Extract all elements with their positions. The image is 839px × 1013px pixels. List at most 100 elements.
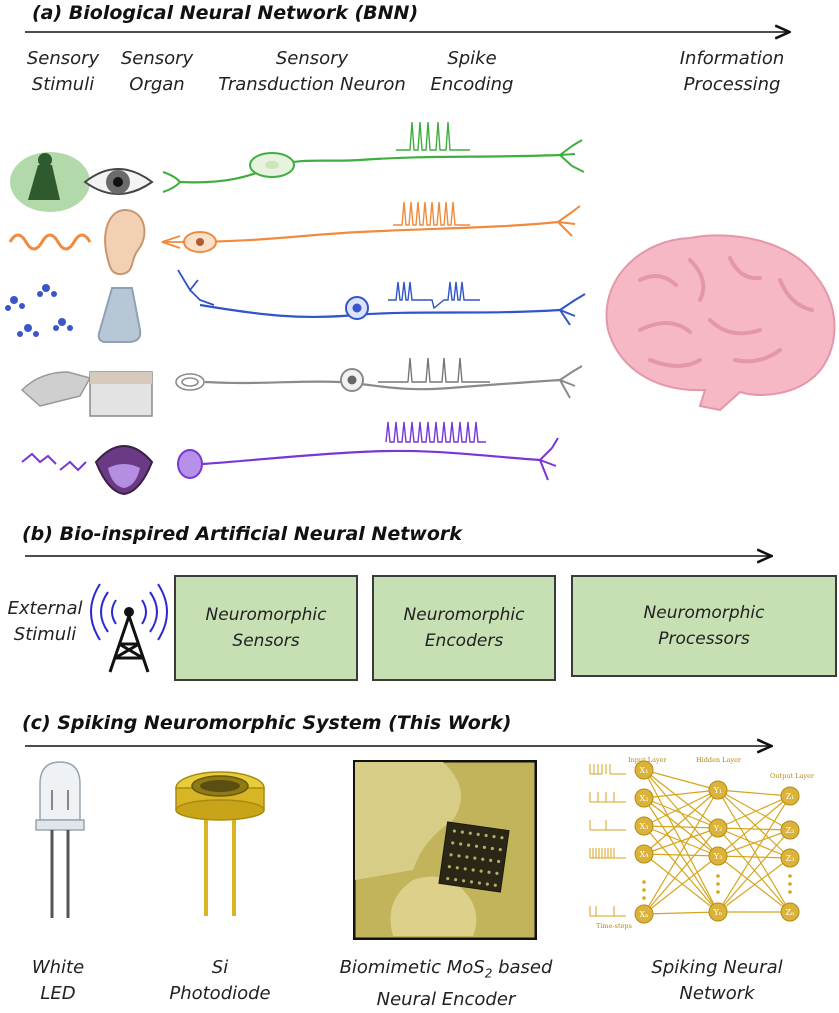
smell-neuron-axon [199,303,561,319]
snn-hidden-node-label: Y₂ [713,824,723,833]
snn-connection [717,789,791,831]
odor-molecules-icon [5,284,73,337]
audio-spike-train [393,201,470,226]
taste-neuron-axon [201,449,541,466]
snn-output-node [780,848,800,868]
audio-neuron-axon [181,220,559,244]
snn-connection [717,789,791,797]
snn-hidden-node [708,902,728,922]
snn-connection [643,827,719,915]
snn-connection [643,825,719,829]
snn-input-node-label: X₂ [640,794,649,803]
snn-connection [717,855,791,913]
ear-icon [104,208,146,276]
snn-connection [717,789,791,859]
snn-connection [717,857,791,913]
snn-output-node-label: Z₃ [786,854,795,863]
snn-output-node [780,902,800,922]
snn-connection [643,827,719,855]
taste-molecules-icon [21,452,57,465]
brain-icon [605,234,836,412]
snn-input-node [634,904,654,924]
snn-connection [643,789,719,855]
vision-spike-train [396,121,470,151]
snn-input-node-label: X₄ [640,850,649,859]
touch-neuron-axon [204,378,561,391]
snn-connection [643,911,719,915]
snn-hidden-layer-label: Hidden Layer [696,756,742,764]
antenna-tower-icon [90,583,168,673]
snn-output-node-label: Zₙ [785,908,795,917]
snn-hidden-node-label: Yₙ [713,908,723,917]
smell-spike-train [388,281,480,310]
snn-hidden-node [708,818,728,838]
snn-input-node [634,788,654,808]
snn-hidden-node-label: Y₁ [713,786,723,795]
snn-output-node-label: Z₁ [786,792,795,801]
touch-spike-train [378,357,490,383]
snn-connection [643,825,719,913]
si-photodiode-icon [175,771,265,916]
audio-row [8,201,581,276]
smell-row [5,269,586,343]
panel-a-title: (a) Biological Neural Network (BNN) [32,2,419,24]
white-led-icon [35,761,85,918]
snn-connection [643,853,719,913]
snn-output-layer-label: Output Layer [770,772,815,780]
snn-hidden-node-label: Y₃ [713,852,723,861]
snn-connection [717,827,791,913]
snn-connection [717,795,791,829]
sound-wave-icon [8,233,92,251]
bnn-illustration [5,121,836,496]
touch-row [20,357,583,417]
snn-connection [643,789,719,799]
snn-input-node-label: Xₙ [639,910,649,919]
snn-connection [717,829,791,913]
hand-touch-icon [20,371,92,407]
snn-input-node [634,760,654,780]
snn-input-node-label: X₃ [640,822,649,831]
snn-connection [643,789,719,827]
snn-output-node [780,820,800,840]
snn-diagram: Input Layer Hidden Layer Output Layer Ti… [589,756,815,930]
snn-hidden-node [708,780,728,800]
panel-c-title: (c) Spiking Neuromorphic System (This Wo… [22,712,512,734]
vision-neuron-axon [179,153,561,184]
snn-connection [717,795,791,913]
snn-input-node [634,844,654,864]
snn-connection [717,855,791,859]
snn-input-node-label: X₁ [640,766,649,775]
snn-connection [643,789,719,915]
snn-connection [717,795,791,857]
snn-input-layer-label: Input Layer [628,756,667,764]
snn-connection [643,797,719,829]
snn-hidden-node [708,846,728,866]
snn-connection [717,827,791,831]
snn-connection [643,855,719,915]
snn-connection [643,769,719,829]
panel-b-title: (b) Bio-inspired Artificial Neural Netwo… [22,523,462,545]
snn-time-steps-label: Time-steps [596,922,632,930]
snn-connection [717,829,791,857]
snn-input-node [634,816,654,836]
snn-connection [643,769,719,791]
mos2-encoder-photo [353,760,537,940]
vision-row [10,121,585,212]
snn-output-node-label: Z₂ [786,826,795,835]
taste-spike-train [385,421,486,443]
snn-connection [717,789,791,913]
snn-connection [643,853,719,857]
